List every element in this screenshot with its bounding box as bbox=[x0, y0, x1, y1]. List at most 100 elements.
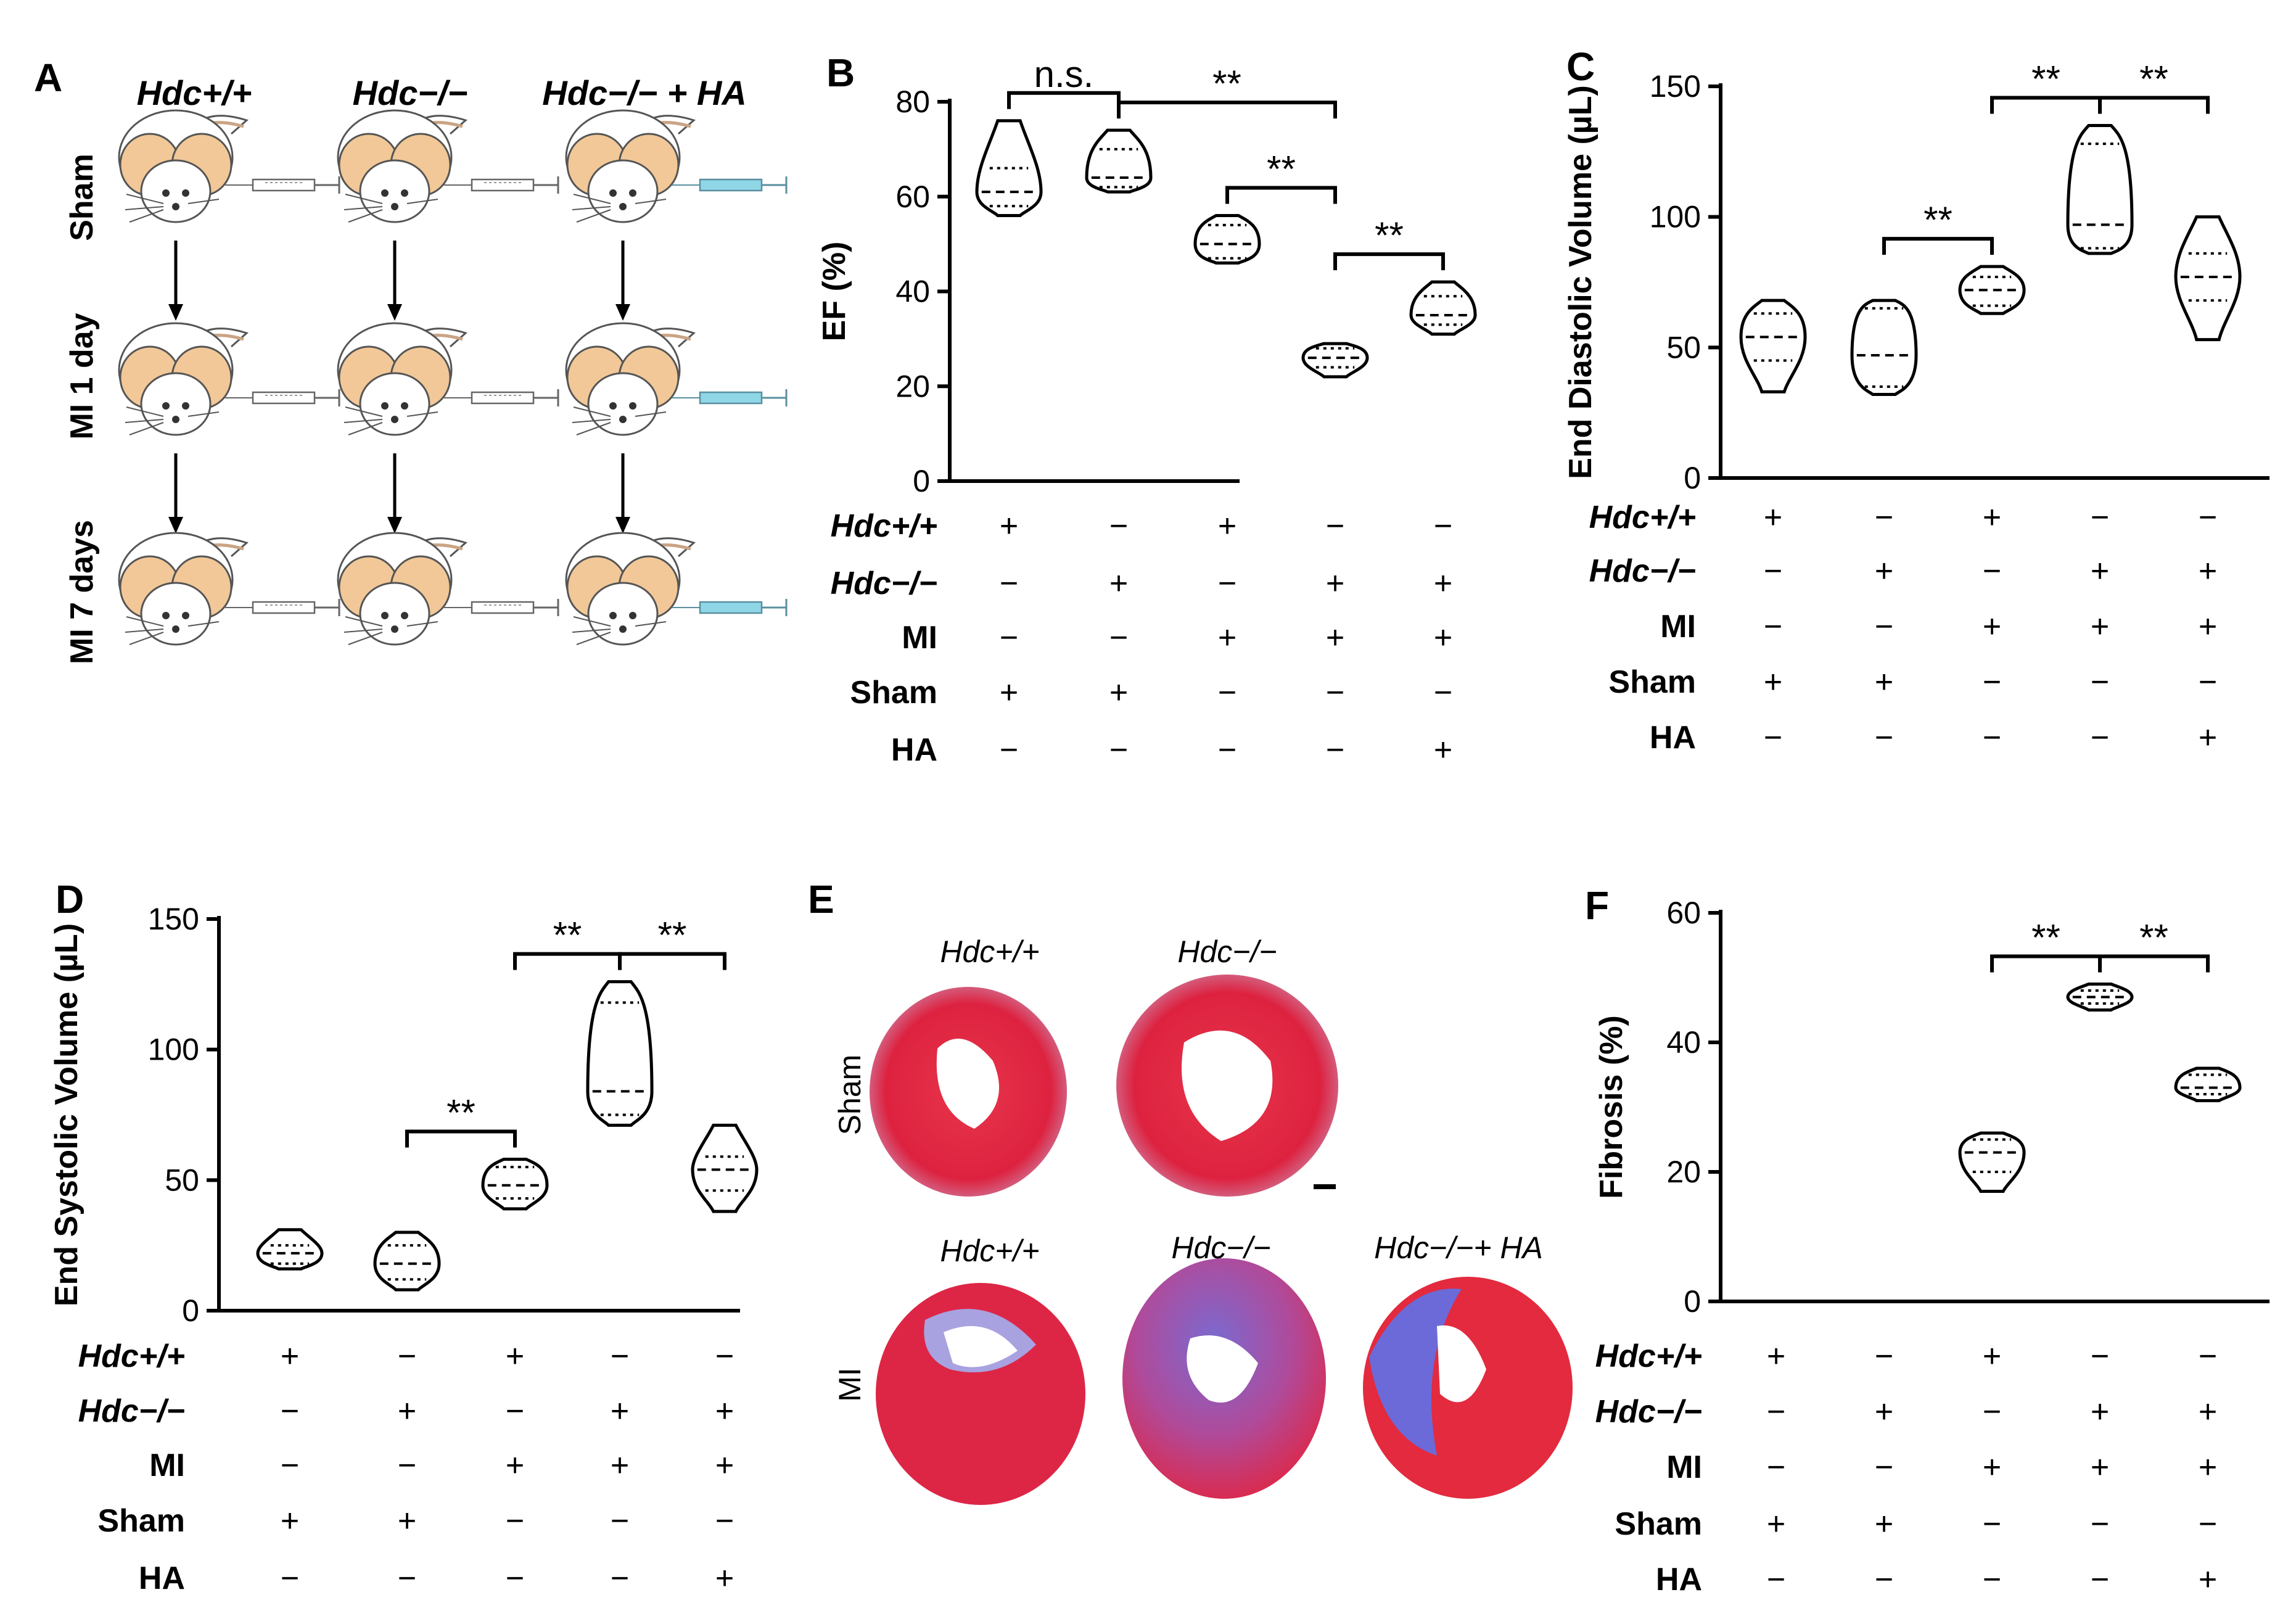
condition-symbol: + bbox=[1875, 1394, 1893, 1430]
condition-symbol: − bbox=[2091, 1562, 2109, 1597]
condition-symbol: + bbox=[1764, 500, 1782, 535]
condition-symbol: − bbox=[1983, 1506, 2001, 1542]
violin bbox=[1958, 1131, 2026, 1193]
condition-symbol: − bbox=[281, 1393, 299, 1429]
condition-symbol: − bbox=[1000, 620, 1018, 656]
panel-e-title: Hdc−/−+ HA bbox=[1374, 1230, 1543, 1265]
violin bbox=[256, 1228, 324, 1271]
condition-symbol: − bbox=[1218, 566, 1237, 601]
condition-symbol: + bbox=[2199, 1394, 2217, 1430]
violin bbox=[1409, 280, 1477, 336]
arrow-down-icon bbox=[615, 241, 630, 321]
violin-outline bbox=[1739, 299, 1807, 394]
condition-row-label: Sham bbox=[97, 1503, 185, 1539]
significance-label: ** bbox=[446, 1092, 475, 1133]
significance-label: ** bbox=[1924, 199, 1953, 241]
significance-bracket: ** bbox=[2098, 59, 2210, 114]
condition-symbol: + bbox=[1764, 664, 1782, 700]
condition-symbol: − bbox=[2091, 500, 2109, 535]
condition-symbol: − bbox=[1000, 732, 1018, 768]
condition-symbol: + bbox=[2199, 1562, 2217, 1597]
significance-label: ** bbox=[2139, 917, 2168, 958]
condition-symbol: − bbox=[715, 1503, 734, 1539]
violin bbox=[975, 119, 1043, 217]
condition-symbol: + bbox=[1109, 566, 1128, 601]
condition-row-label: HA bbox=[891, 732, 937, 768]
condition-symbol: + bbox=[2091, 609, 2109, 645]
y-tick-label: 0 bbox=[1684, 1284, 1701, 1319]
condition-symbol: + bbox=[1434, 620, 1452, 656]
condition-row-label: Sham bbox=[1608, 664, 1696, 700]
y-axis-label: End Diastolic Volume (µL) bbox=[1563, 85, 1599, 479]
condition-row-label: Sham bbox=[1615, 1506, 1702, 1542]
mouse-illustration bbox=[119, 323, 340, 435]
condition-symbol: − bbox=[506, 1503, 524, 1539]
condition-symbol: − bbox=[398, 1448, 416, 1483]
violin-outline bbox=[2174, 215, 2242, 342]
significance-label: ** bbox=[553, 915, 582, 956]
condition-symbol: − bbox=[1875, 500, 1893, 535]
syringe-icon bbox=[671, 598, 788, 617]
violin bbox=[1739, 299, 1807, 394]
condition-symbol: − bbox=[1218, 675, 1237, 711]
condition-symbol: − bbox=[398, 1560, 416, 1596]
condition-symbol: + bbox=[1000, 675, 1018, 711]
violin bbox=[1301, 342, 1369, 379]
violin-outline bbox=[1193, 214, 1261, 265]
y-tick-label: 150 bbox=[148, 902, 199, 936]
condition-symbol: − bbox=[1875, 609, 1893, 645]
condition-symbol: + bbox=[1109, 675, 1128, 711]
panel-e-row-label: MI bbox=[833, 1367, 867, 1402]
condition-symbol: − bbox=[1109, 620, 1128, 656]
condition-symbol: − bbox=[2199, 500, 2217, 535]
significance-label: ** bbox=[2031, 917, 2060, 958]
condition-symbol: + bbox=[398, 1503, 416, 1539]
arrow-down-icon bbox=[387, 241, 402, 321]
y-tick-label: 80 bbox=[895, 84, 930, 119]
significance-bracket: ** bbox=[1117, 63, 1337, 119]
condition-symbol: − bbox=[1218, 732, 1237, 768]
condition-symbol: + bbox=[281, 1338, 299, 1374]
condition-symbol: + bbox=[1875, 1506, 1893, 1542]
violin-outline bbox=[2066, 983, 2134, 1012]
condition-row-label: HA bbox=[139, 1560, 185, 1596]
violin-outline bbox=[1409, 280, 1477, 336]
condition-symbol: − bbox=[1983, 1394, 2001, 1430]
violin-outline bbox=[2066, 124, 2134, 255]
panel-e-title: Hdc−/− bbox=[1177, 934, 1277, 969]
violin-outline bbox=[2174, 1066, 2242, 1102]
y-tick-label: 100 bbox=[148, 1033, 199, 1067]
significance-label: ** bbox=[1212, 63, 1241, 104]
condition-symbol: + bbox=[611, 1393, 629, 1429]
mouse-illustration bbox=[338, 110, 559, 222]
condition-symbol: − bbox=[1983, 664, 2001, 700]
y-tick-label: 50 bbox=[1666, 330, 1701, 365]
heart-section-image bbox=[1122, 1258, 1326, 1499]
mouse-illustration bbox=[566, 110, 788, 222]
significance-bracket: ** bbox=[1990, 59, 2102, 114]
syringe-icon bbox=[671, 175, 788, 195]
condition-symbol: + bbox=[1326, 620, 1344, 656]
condition-symbol: + bbox=[1983, 609, 2001, 645]
panel-a-row-label: MI 7 days bbox=[64, 520, 100, 664]
heart-section-image bbox=[1363, 1277, 1573, 1499]
condition-row-label: MI bbox=[1666, 1449, 1702, 1485]
violin-outline bbox=[1301, 342, 1369, 379]
panel-letter-e: E bbox=[808, 877, 834, 921]
condition-symbol: − bbox=[506, 1393, 524, 1429]
condition-symbol: − bbox=[611, 1338, 629, 1374]
condition-symbol: − bbox=[2091, 1338, 2109, 1374]
panel-a-row-label: MI 1 day bbox=[64, 313, 100, 439]
condition-symbol: + bbox=[281, 1503, 299, 1539]
y-tick-label: 0 bbox=[913, 464, 930, 498]
significance-bracket: ** bbox=[2098, 917, 2210, 973]
heart-section-image bbox=[876, 1283, 1085, 1505]
condition-symbol: − bbox=[281, 1560, 299, 1596]
condition-symbol: + bbox=[2199, 1449, 2217, 1485]
syringe-icon bbox=[671, 388, 788, 408]
condition-symbol: + bbox=[1326, 566, 1344, 601]
violin bbox=[2174, 1066, 2242, 1102]
y-tick-label: 40 bbox=[1666, 1025, 1701, 1060]
y-tick-label: 20 bbox=[1666, 1155, 1701, 1189]
